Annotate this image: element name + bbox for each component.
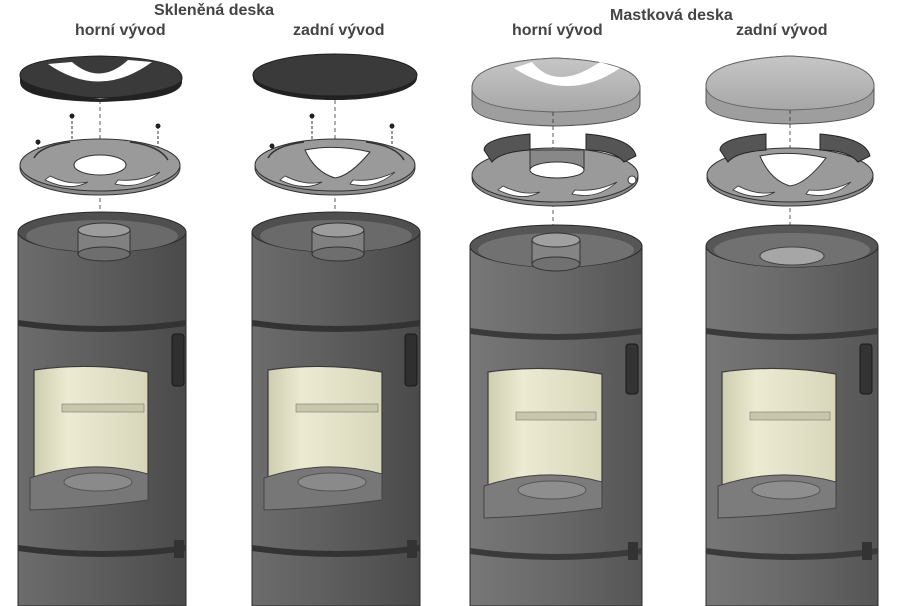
mounting-ring xyxy=(706,133,874,207)
column-label-4: zadní vývod xyxy=(736,22,828,39)
column-3-assembly xyxy=(469,57,643,606)
column-1-assembly xyxy=(17,55,187,606)
stove-body xyxy=(469,224,643,606)
mounting-ring xyxy=(254,138,416,196)
column-label-3: horní vývod xyxy=(512,22,603,39)
group-title-soapstone-plate: Mastková deska xyxy=(610,7,733,24)
mounting-ring xyxy=(19,138,181,196)
group-title-glass-plate: Skleněná deska xyxy=(154,2,275,19)
stove-body xyxy=(705,224,879,606)
column-2-assembly xyxy=(251,53,421,606)
column-label-2: zadní vývod xyxy=(293,22,385,39)
glass-top-plate xyxy=(19,55,183,102)
soapstone-top-plate xyxy=(705,55,875,125)
column-4-assembly xyxy=(705,55,879,606)
glass-top-plate xyxy=(252,53,418,100)
mounting-ring xyxy=(471,133,639,207)
stove-body xyxy=(251,211,421,606)
stove-body xyxy=(17,211,187,606)
column-label-1: horní vývod xyxy=(75,22,166,39)
soapstone-top-plate xyxy=(471,57,641,127)
